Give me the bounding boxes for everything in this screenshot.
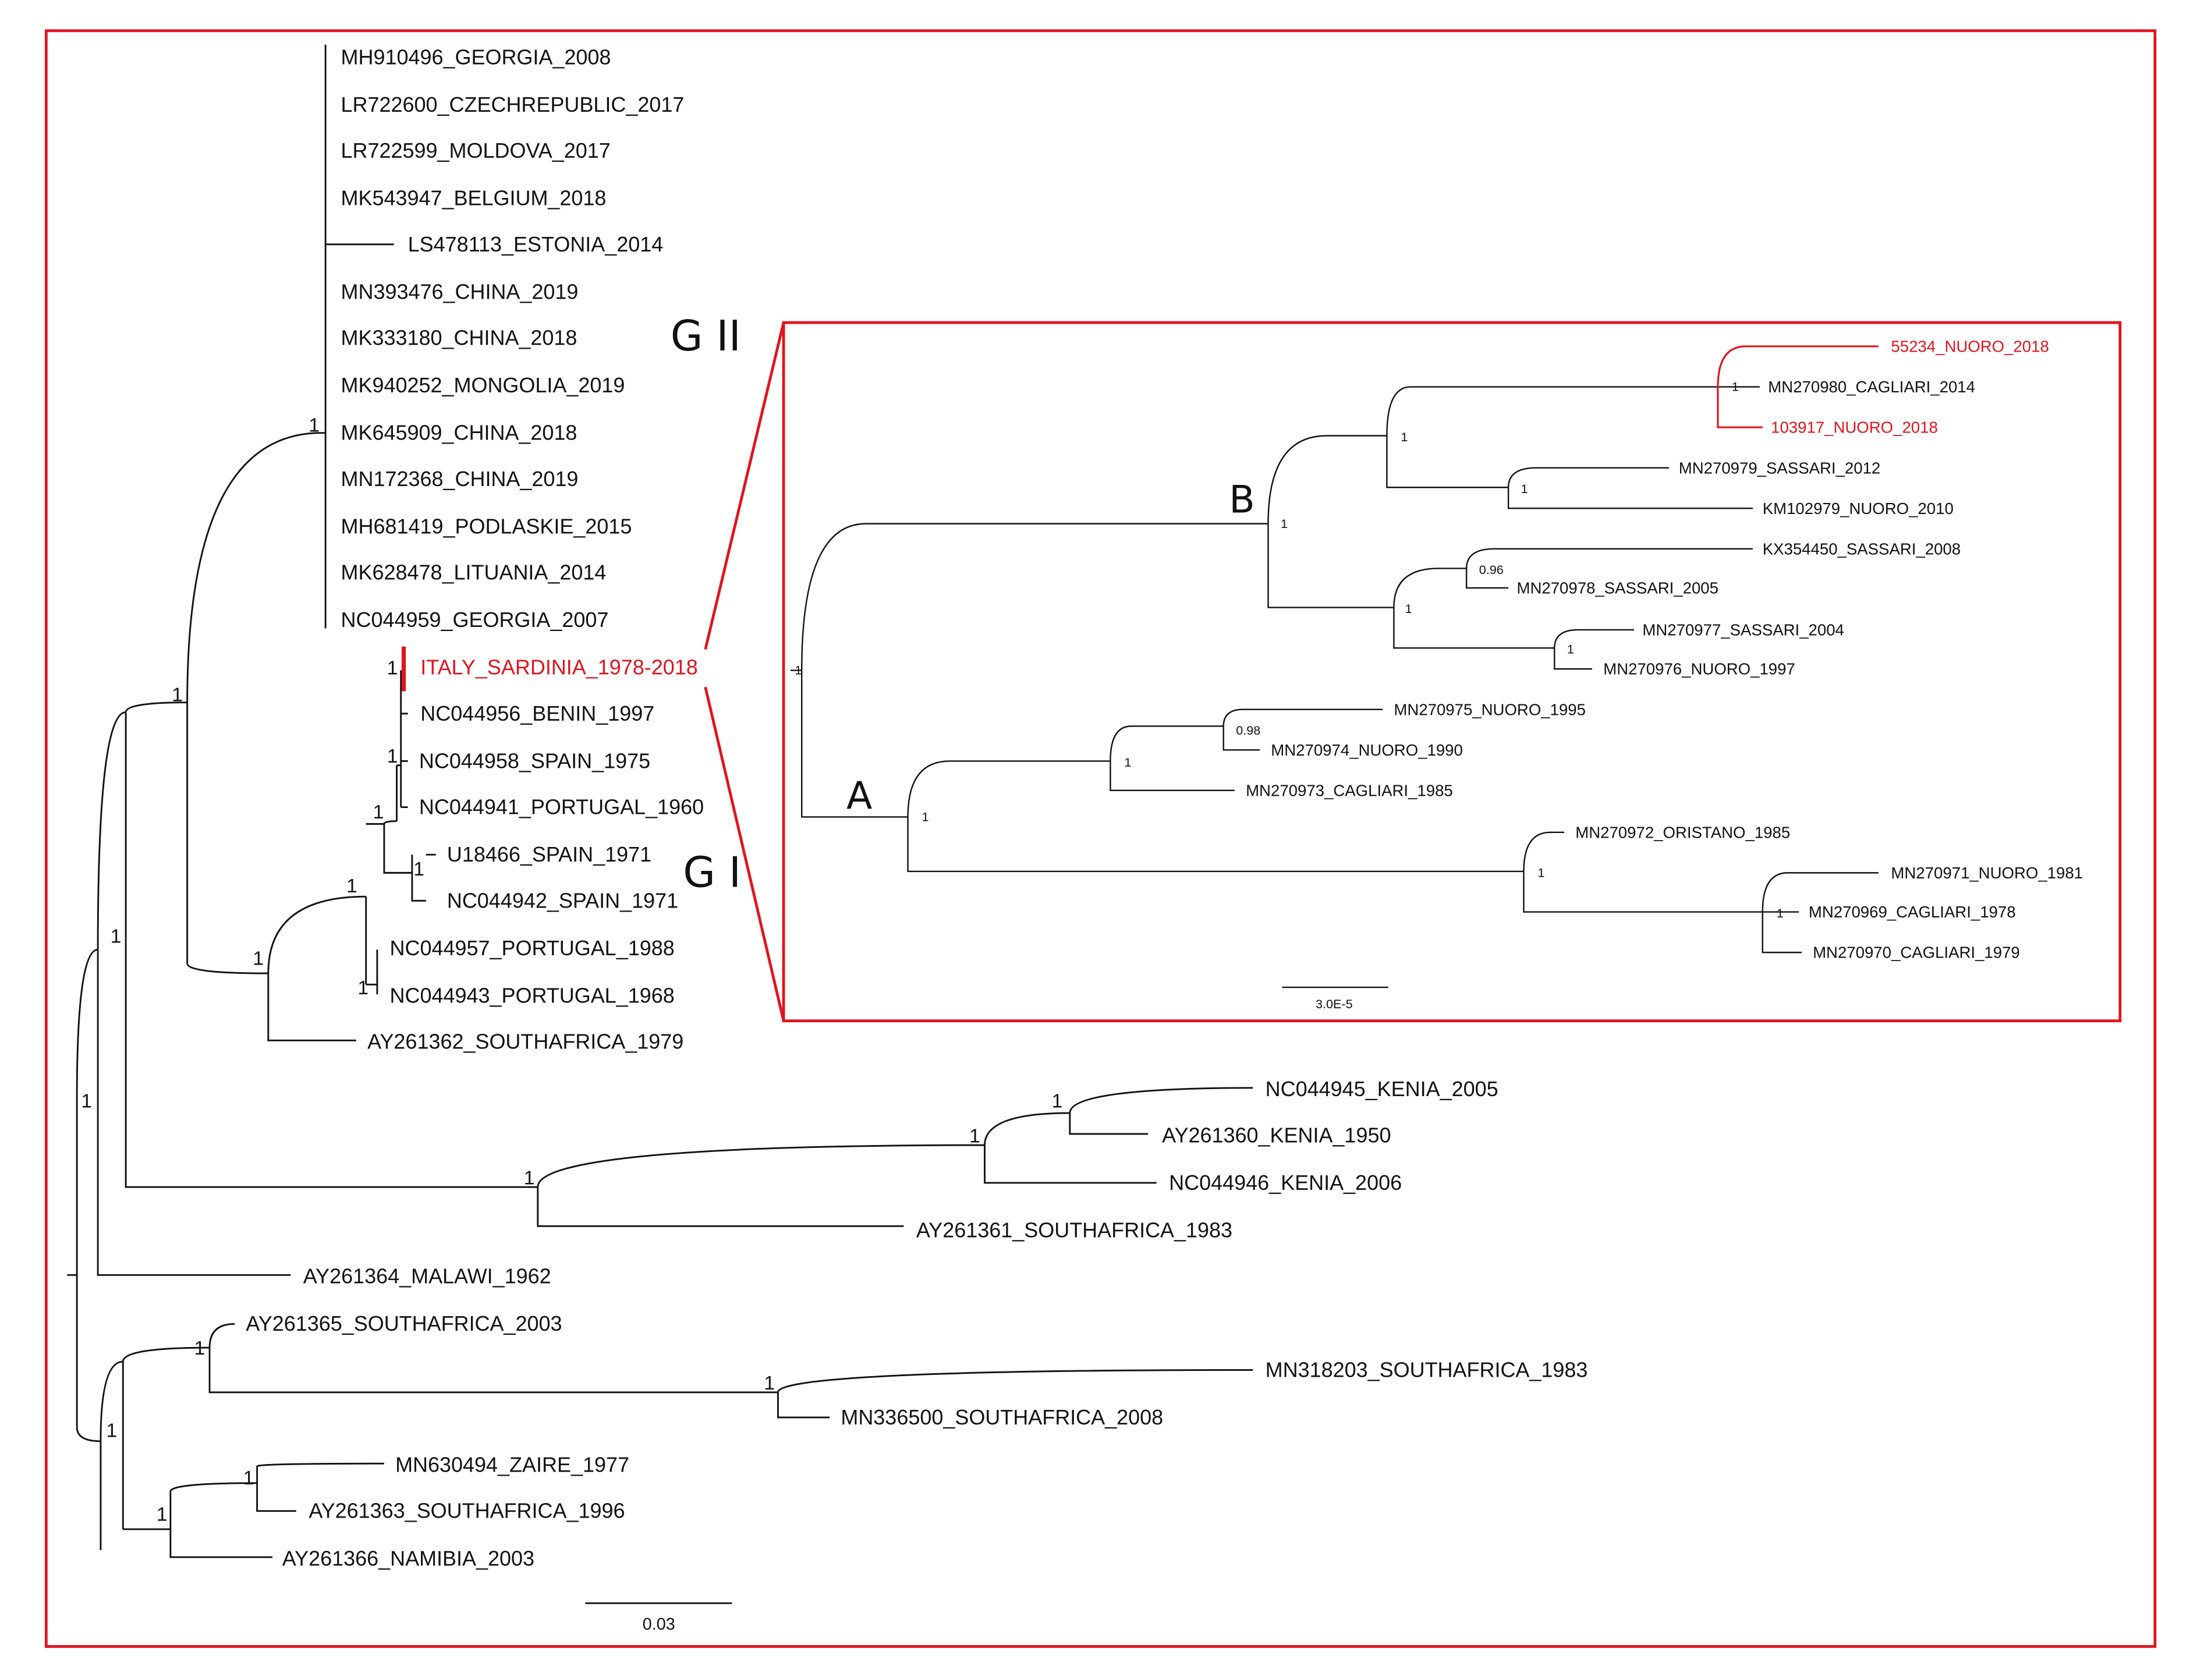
inset-frame xyxy=(782,321,2122,1023)
inset-leaf-label: MN270978_SASSARI_2005 xyxy=(1516,579,1718,597)
inset-leaf-label: MN270979_SASSARI_2012 xyxy=(1679,459,1881,477)
leaf-label: AY261366_NAMIBIA_2003 xyxy=(282,1546,534,1570)
support-value: 1 xyxy=(387,746,398,767)
leaf-label: MK628478_LITUANIA_2014 xyxy=(341,561,607,584)
zoom-connector xyxy=(704,322,785,1022)
support-value: 1 xyxy=(1777,906,1784,920)
leaf-label: NC044957_PORTUGAL_1988 xyxy=(390,936,675,960)
main-tree-branches xyxy=(67,44,1253,1558)
clade-label-gii: G II xyxy=(671,311,741,360)
leaf-label: MN172368_CHINA_2019 xyxy=(341,467,579,491)
main-support-values-lower: 1 1 1 1 1 xyxy=(107,1338,775,1525)
leaf-label: MH910496_GEORGIA_2008 xyxy=(341,45,611,69)
leaf-label: MK645909_CHINA_2018 xyxy=(341,421,577,445)
support-value: 1 xyxy=(1052,1090,1063,1112)
leaf-label: NC044959_GEORGIA_2007 xyxy=(341,608,609,632)
leaf-label: LS478113_ESTONIA_2014 xyxy=(408,232,664,256)
support-value: 1 xyxy=(1281,516,1288,531)
support-value: 1 xyxy=(413,859,424,880)
inset-leaf-label: MN270973_CAGLIARI_1985 xyxy=(1246,781,1453,799)
inset-leaf-label: MN270975_NUORO_1995 xyxy=(1394,700,1586,718)
support-value: 1 xyxy=(1124,755,1131,770)
inset-leaf-label: MN270971_NUORO_1981 xyxy=(1891,864,2083,882)
clade-label-b: B xyxy=(1229,478,1255,522)
inset-leaf-label-highlighted: 103917_NUORO_2018 xyxy=(1771,419,1938,437)
leaf-label: AY261361_SOUTHAFRICA_1983 xyxy=(916,1218,1232,1242)
support-value: 1 xyxy=(107,1420,118,1442)
inset-leaf-label: MN270970_CAGLIARI_1979 xyxy=(1813,944,2020,962)
support-value: 1 xyxy=(1521,481,1528,496)
support-value: 1 xyxy=(1401,430,1408,444)
support-value: 1 xyxy=(346,876,357,897)
support-value: 1 xyxy=(373,802,384,823)
leaf-label: MK543947_BELGIUM_2018 xyxy=(341,186,607,210)
support-value: 1 xyxy=(357,977,368,999)
inset-leaf-label: MN270977_SASSARI_2004 xyxy=(1642,621,1844,639)
leaf-label: MN393476_CHINA_2019 xyxy=(341,279,579,303)
support-value: 1 xyxy=(387,658,398,679)
leaf-label: MK333180_CHINA_2018 xyxy=(341,326,577,350)
support-value: 1 xyxy=(764,1373,775,1394)
inset-leaf-label: MN270974_NUORO_1990 xyxy=(1271,741,1463,759)
main-support-values: 1 1 1 1 1 1 1 1 1 1 1 1 1 1 xyxy=(81,414,1062,1189)
main-scale-bar-label: 0.03 xyxy=(643,1615,675,1634)
support-value: 1 xyxy=(243,1468,254,1489)
inset-scale-bar-label: 3.0E-5 xyxy=(1316,997,1353,1011)
support-value: 1 xyxy=(795,663,802,678)
support-value: 1 xyxy=(309,414,320,436)
support-value: 1 xyxy=(1567,642,1574,657)
support-value: 1 xyxy=(111,926,122,947)
leaf-label: NC044943_PORTUGAL_1968 xyxy=(390,983,675,1007)
inset-leaf-label: MN270980_CAGLIARI_2014 xyxy=(1768,378,1975,396)
support-value: 1 xyxy=(157,1504,168,1526)
leaf-label: U18466_SPAIN_1971 xyxy=(447,842,651,866)
support-value: 0.96 xyxy=(1479,562,1504,577)
support-value: 1 xyxy=(1732,380,1739,394)
inset-support-values: 1 1 1 0.96 1 1 1 0.98 1 1 1 1 1 xyxy=(795,380,1784,920)
leaf-label: NC044945_KENIA_2005 xyxy=(1266,1077,1498,1101)
inset-leaf-labels: 55234_NUORO_2018 MN270980_CAGLIARI_2014 … xyxy=(1246,338,2083,962)
leaf-label: AY261362_SOUTHAFRICA_1979 xyxy=(367,1030,683,1054)
clade-label-gi: G I xyxy=(683,848,741,896)
leaf-label: LR722600_CZECHREPUBLIC_2017 xyxy=(341,93,685,116)
support-value: 1 xyxy=(524,1167,535,1189)
inset-leaf-label-highlighted: 55234_NUORO_2018 xyxy=(1891,338,2049,356)
leaf-label: NC044958_SPAIN_1975 xyxy=(419,749,650,772)
support-value: 1 xyxy=(1537,866,1544,880)
inset-leaf-label: MN270972_ORISTANO_1985 xyxy=(1575,823,1790,841)
leaf-label: AY261363_SOUTHAFRICA_1996 xyxy=(309,1499,625,1523)
main-leaf-labels: MH910496_GEORGIA_2008 LR722600_CZECHREPU… xyxy=(246,45,1587,1570)
leaf-label: AY261364_MALAWI_1962 xyxy=(303,1264,551,1288)
support-value: 1 xyxy=(81,1090,92,1112)
leaf-label: NC044956_BENIN_1997 xyxy=(420,701,654,725)
inset-leaf-label: MN270976_NUORO_1997 xyxy=(1603,660,1795,678)
leaf-label-highlighted: ITALY_SARDINIA_1978-2018 xyxy=(420,655,698,679)
support-value: 1 xyxy=(194,1338,205,1359)
leaf-label: MH681419_PODLASKIE_2015 xyxy=(341,514,632,538)
support-value: 1 xyxy=(922,810,929,824)
leaf-label: NC044942_SPAIN_1971 xyxy=(447,888,678,912)
support-value: 1 xyxy=(1405,601,1412,616)
clade-label-a: A xyxy=(846,774,872,818)
support-value: 1 xyxy=(969,1125,980,1147)
leaf-label: NC044946_KENIA_2006 xyxy=(1169,1171,1402,1195)
leaf-label: MN318203_SOUTHAFRICA_1983 xyxy=(1266,1358,1588,1381)
inset-leaf-label: KX354450_SASSARI_2008 xyxy=(1763,540,1961,558)
support-value: 0.98 xyxy=(1236,723,1260,738)
inset-highlight-branches xyxy=(1717,345,1879,428)
inset-leaf-label: MN270969_CAGLIARI_1978 xyxy=(1809,903,2016,921)
leaf-label: MK940252_MONGOLIA_2019 xyxy=(341,373,625,397)
support-value: 1 xyxy=(172,684,183,706)
inset-tree-branches xyxy=(791,386,1879,954)
leaf-label: NC044941_PORTUGAL_1960 xyxy=(419,795,704,819)
inset-leaf-label: KM102979_NUORO_2010 xyxy=(1763,499,1954,518)
leaf-label: AY261360_KENIA_1950 xyxy=(1162,1123,1391,1147)
outer-frame xyxy=(44,29,2157,1648)
leaf-label: MN336500_SOUTHAFRICA_2008 xyxy=(841,1405,1163,1429)
leaf-label: MN630494_ZAIRE_1977 xyxy=(395,1453,629,1477)
support-value: 1 xyxy=(253,948,264,970)
leaf-label: LR722599_MOLDOVA_2017 xyxy=(341,139,611,162)
leaf-label: AY261365_SOUTHAFRICA_2003 xyxy=(246,1312,562,1335)
